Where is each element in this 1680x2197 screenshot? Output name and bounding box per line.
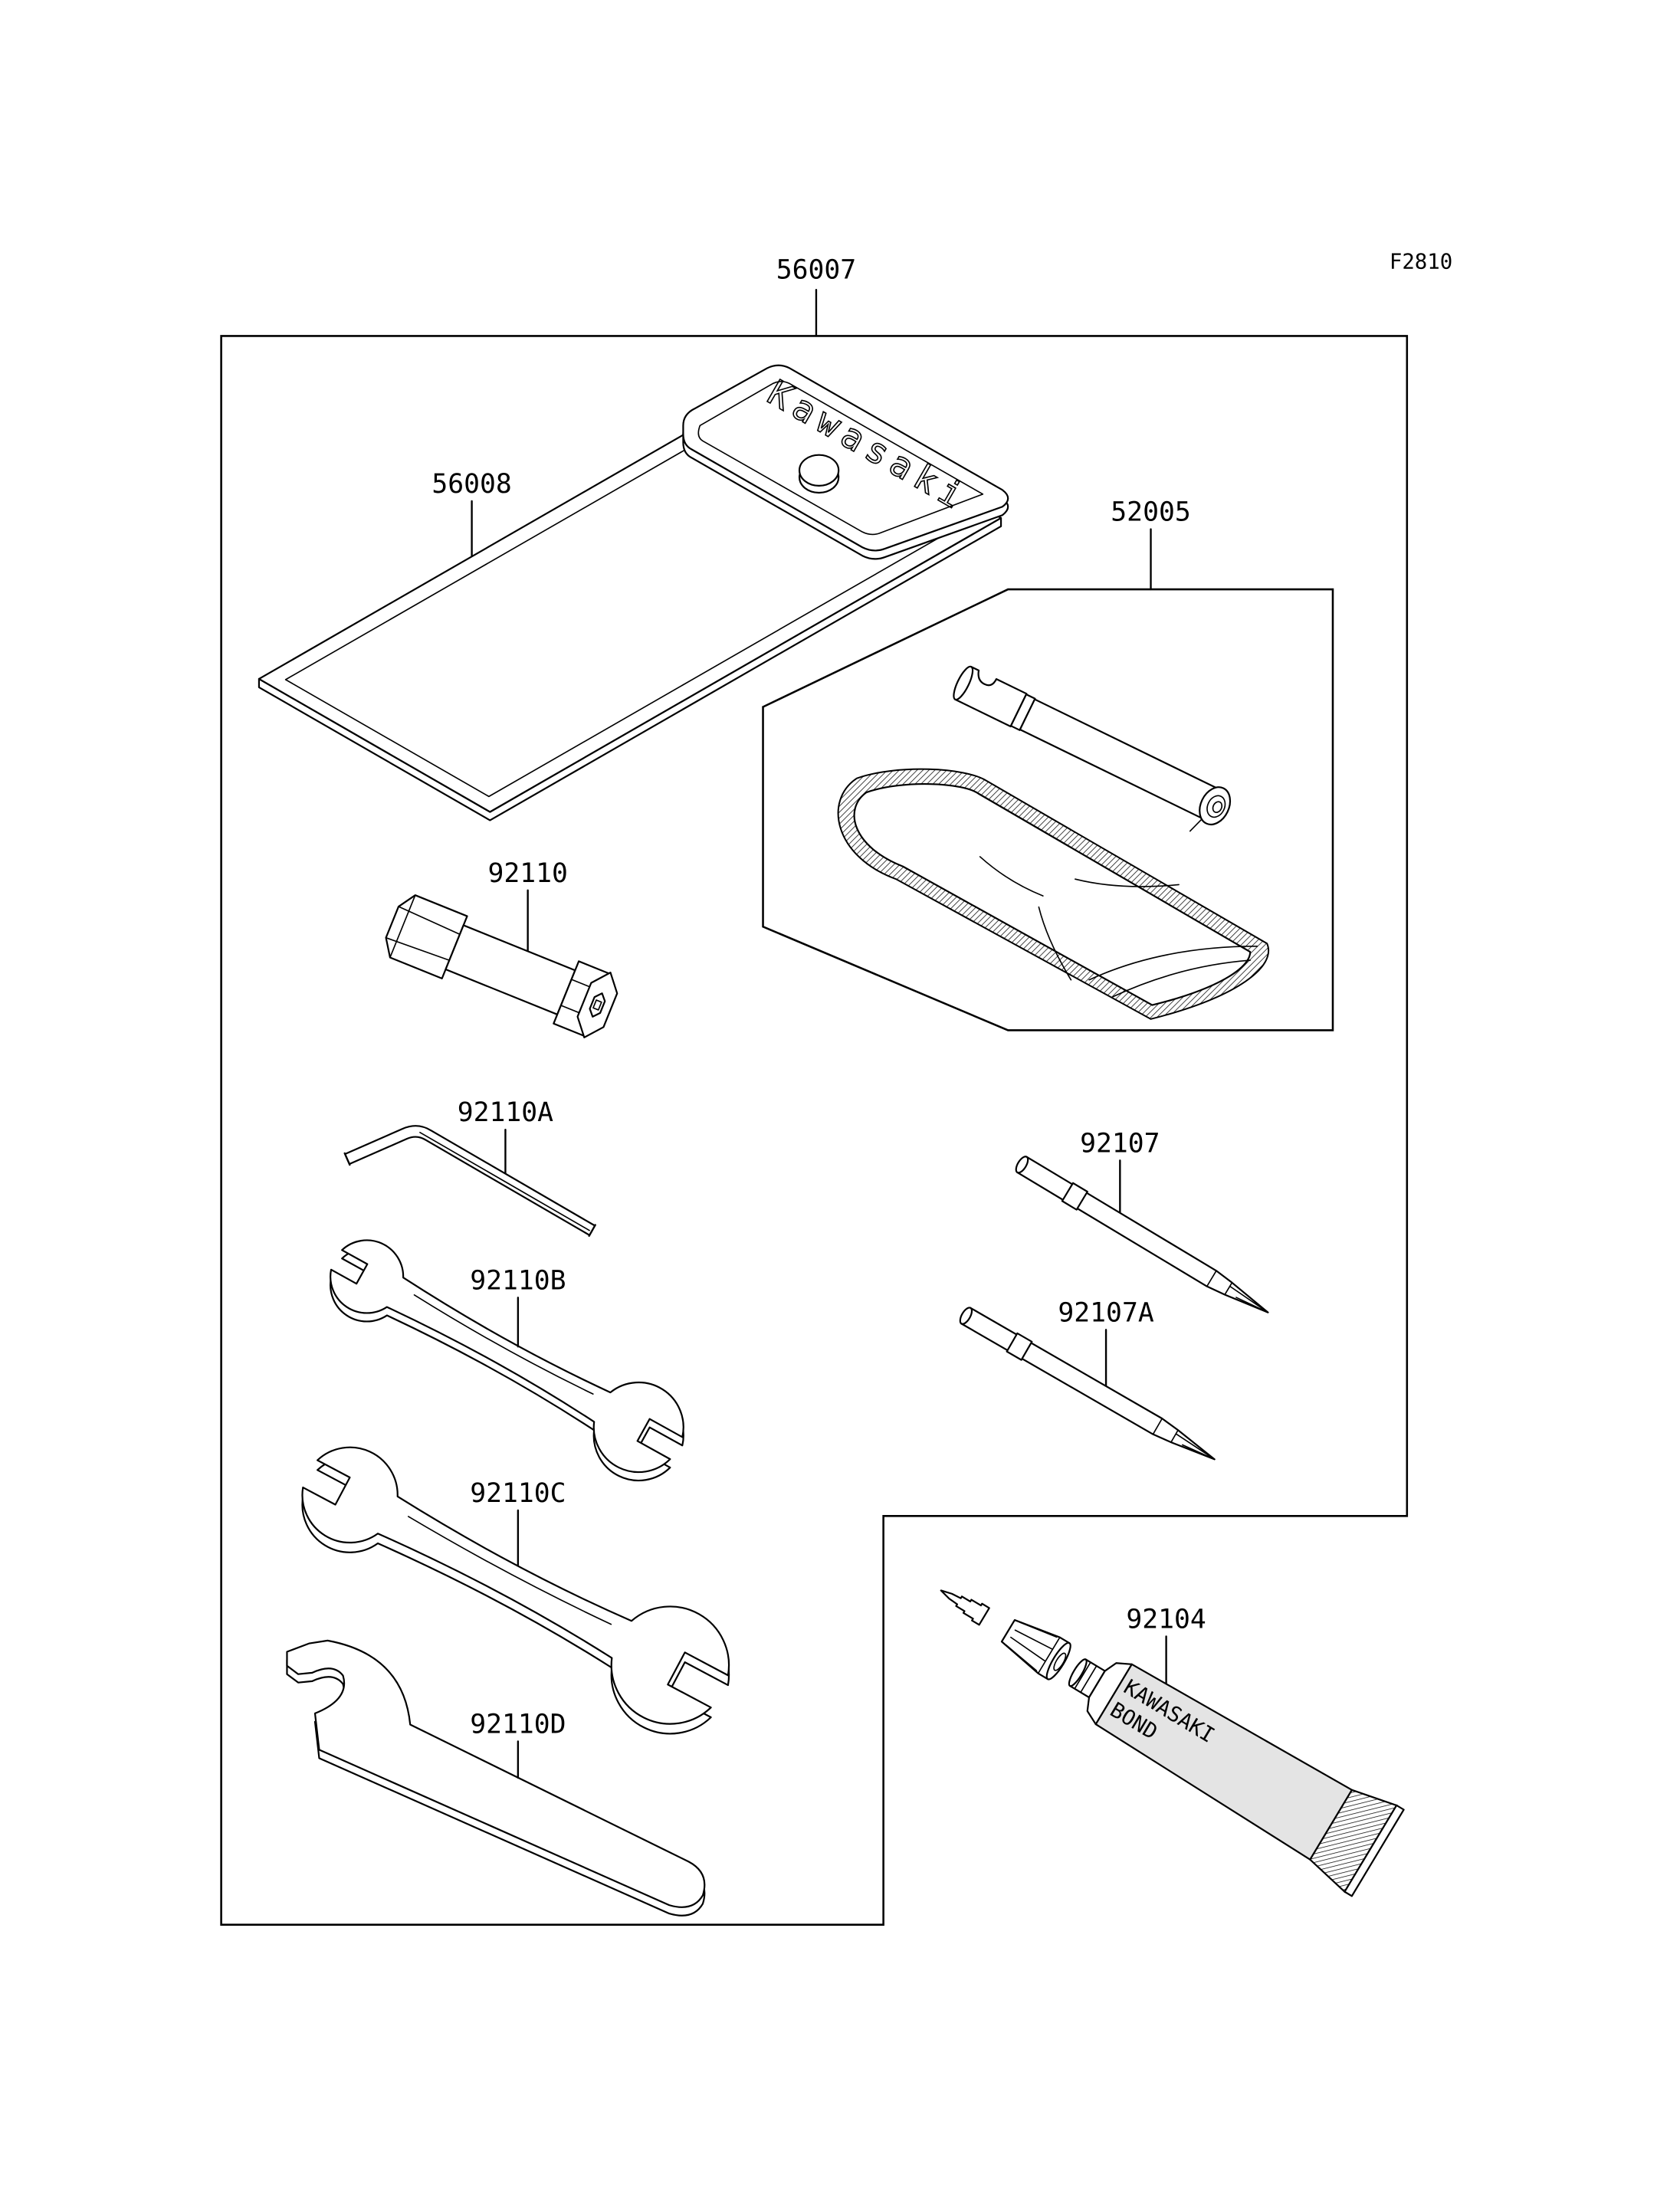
plug-wrench-handle <box>953 665 1232 832</box>
plug-wrench-body <box>445 924 576 1015</box>
wrench-small-face <box>313 1219 699 1489</box>
driver-bit-collar <box>1061 1182 1088 1211</box>
figure-code: F2810 <box>1390 251 1452 274</box>
handle-tube <box>1019 698 1223 822</box>
tool-bag <box>837 768 1269 1020</box>
driver-bit-end <box>1015 1156 1029 1174</box>
bond-crimp-edge <box>1344 1804 1405 1897</box>
plug-wrench-hex-hole <box>589 992 606 1018</box>
handle-socket-face <box>953 665 974 701</box>
pouch-snap-icon <box>798 454 840 487</box>
handle-pin <box>1189 818 1203 832</box>
handle-end-hole <box>1212 801 1223 814</box>
bond-nozzle <box>940 1589 990 1626</box>
wrench-large-emboss <box>407 1516 612 1625</box>
plug-wrench-bore <box>592 999 602 1011</box>
driver-bit-a-end <box>959 1307 973 1325</box>
plug-wrench-left-facets <box>385 894 461 961</box>
hex-key-ends <box>343 1152 596 1237</box>
label-bond-tube: 92104 <box>1126 1604 1206 1635</box>
pouch-flap-seam <box>697 380 984 536</box>
hex-key <box>343 1125 596 1237</box>
label-driver-bit-a: 92107A <box>1058 1297 1153 1328</box>
label-driver-bit: 92107 <box>1080 1128 1160 1159</box>
driver-bit-tip <box>1206 1270 1269 1313</box>
label-plug-kit: 52005 <box>1111 497 1190 528</box>
handle-end-face <box>1199 786 1232 826</box>
driver-bit-a-shaft <box>960 1307 1216 1461</box>
driver-bit-a-tip <box>1152 1418 1216 1461</box>
driver-bit-a-collar <box>1006 1332 1033 1361</box>
driver-bit-a <box>959 1307 1216 1461</box>
handle-end-ring <box>1206 795 1226 818</box>
label-pouch: 56008 <box>431 469 511 500</box>
driver-bit <box>1015 1156 1269 1313</box>
bag-crinkles <box>979 856 1258 998</box>
handle-socket-end <box>954 665 1028 728</box>
label-hook-spanner: 92110D <box>470 1709 566 1740</box>
wrench-small-emboss <box>413 1294 594 1395</box>
tool-kit-frame <box>220 335 1409 1926</box>
wrench-large <box>281 1421 748 1754</box>
label-plug-wrench: 92110 <box>487 858 567 889</box>
bond-cap-thread <box>1053 1652 1067 1671</box>
bond-cap-face <box>1045 1641 1071 1681</box>
wrench-small <box>313 1219 699 1497</box>
label-hex-key: 92110A <box>458 1097 553 1128</box>
driver-bit-shaft <box>1016 1156 1269 1313</box>
label-wrench-large: 92110C <box>470 1478 566 1509</box>
label-wrench-small: 92110B <box>470 1265 566 1296</box>
bond-tube: KAWASAKI BOND <box>940 1589 1405 1897</box>
bond-neck-face <box>1068 1658 1088 1687</box>
tool-pouch: Kawasaki <box>258 364 1009 821</box>
plug-wrench <box>385 894 619 1038</box>
bond-neck-thread <box>1074 1661 1098 1694</box>
bond-cap-ribs <box>1005 1622 1061 1674</box>
hex-key-fill <box>345 1126 595 1235</box>
plug-kit-frame <box>762 588 1334 1031</box>
hex-key-facet <box>419 1131 590 1231</box>
label-tool-kit: 56007 <box>776 255 856 286</box>
bag-inner <box>853 783 1252 1006</box>
